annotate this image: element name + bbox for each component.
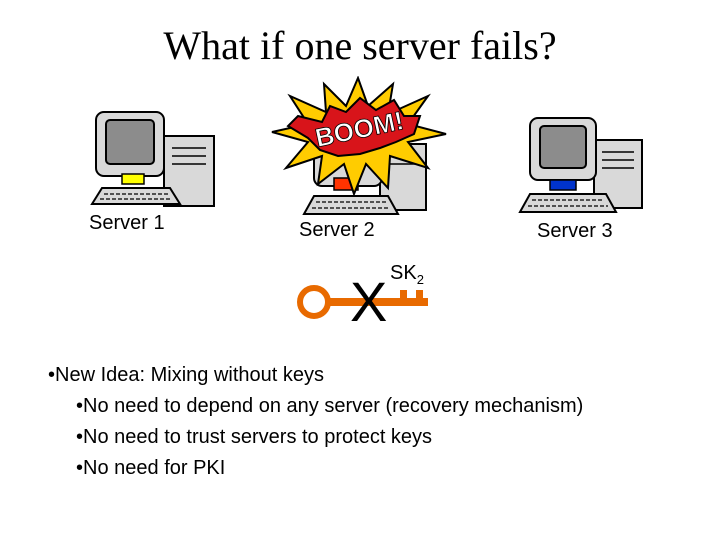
key-cross-mark: X bbox=[350, 270, 388, 333]
key-label-sub: 2 bbox=[416, 272, 424, 287]
server-1-label: Server 1 bbox=[89, 212, 165, 234]
bullet-sub-1: •No need to depend on any server (recove… bbox=[76, 395, 584, 417]
explosion-icon: BOOM! bbox=[271, 76, 447, 196]
key-label-main: SK bbox=[390, 262, 417, 284]
bullet-list: •New Idea: Mixing without keys •No need … bbox=[48, 360, 583, 484]
bullet-main: •New Idea: Mixing without keys bbox=[48, 364, 325, 386]
server-3-computer-icon bbox=[518, 117, 643, 213]
server-2-label: Server 2 bbox=[299, 219, 375, 241]
key-icon bbox=[297, 285, 428, 319]
server-1-computer-icon bbox=[90, 111, 215, 207]
bullet-sub-3: •No need for PKI bbox=[76, 457, 226, 479]
key-label: SK2 bbox=[390, 262, 424, 287]
server-3-label: Server 3 bbox=[537, 220, 613, 242]
slide-title: What if one server fails? bbox=[163, 23, 557, 68]
bullet-sub-2: •No need to trust servers to protect key… bbox=[76, 426, 433, 448]
